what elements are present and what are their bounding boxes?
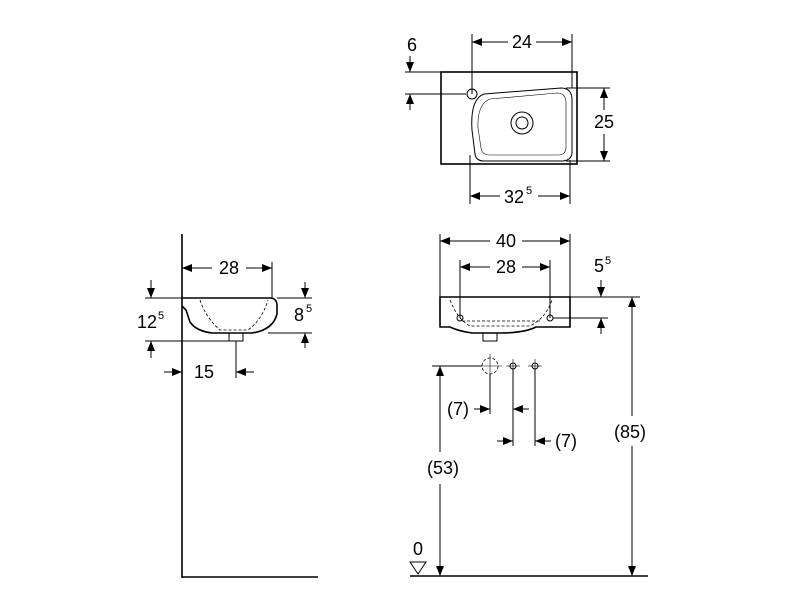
arrowhead	[560, 237, 570, 245]
front-view: 40 28 5 5 (7) (7)	[409, 231, 648, 577]
basin-side-profile	[181, 297, 278, 334]
arrowhead	[436, 566, 444, 576]
dimension-label-depth: 25	[594, 112, 614, 132]
arrowhead	[182, 264, 192, 272]
arrowhead	[560, 192, 570, 200]
dimension-label-top-width: 24	[512, 32, 532, 52]
dimension-label-side-inner-sup: 5	[306, 303, 312, 315]
arrowhead	[540, 263, 550, 271]
arrowhead	[503, 437, 513, 445]
dimension-label-left-spacing: (7)	[447, 399, 469, 419]
dimension-label-front-inner: 28	[496, 257, 516, 277]
arrowhead	[301, 333, 309, 343]
basin-front-bowl	[449, 299, 553, 327]
arrowhead	[600, 151, 608, 161]
arrowhead	[535, 437, 545, 445]
arrowhead	[147, 341, 155, 351]
dimension-label-side-inner: 8	[294, 305, 304, 325]
basin-side-bowl	[199, 299, 269, 331]
basin-top-bowl-inner	[477, 92, 567, 156]
arrowhead	[460, 263, 470, 271]
dimension-label-side-width: 28	[219, 258, 239, 278]
dimension-label-side-height: 12	[137, 312, 157, 332]
dimension-label-tap-offset: 6	[407, 35, 417, 55]
dimension-label-total-height: (85)	[614, 422, 646, 442]
dimension-label-supply-height: (53)	[427, 458, 459, 478]
arrowhead	[628, 566, 636, 576]
dimension-label-rim-sup: 5	[605, 255, 611, 267]
arrowhead	[600, 88, 608, 98]
arrowhead	[480, 405, 490, 413]
arrowhead	[470, 192, 480, 200]
arrowhead	[301, 288, 309, 298]
dimension-label-side-height-sup: 5	[158, 310, 164, 322]
top-view: 24 6 25 32 5	[405, 32, 614, 207]
arrowhead	[436, 366, 444, 376]
arrowhead	[472, 38, 482, 46]
arrowhead	[236, 368, 246, 376]
dimension-label-waste-offset: 15	[194, 362, 214, 382]
dimension-label-front-width: 40	[496, 231, 516, 251]
waste-outlet	[228, 332, 244, 342]
dimension-label-bottom-width: 32	[504, 187, 524, 207]
arrowhead	[628, 297, 636, 307]
floor-level-marker-icon	[409, 561, 427, 575]
drain-outer-icon	[510, 111, 534, 135]
arrowhead	[597, 287, 605, 297]
basin-top-outline	[440, 71, 578, 165]
side-view: 28 12 5 8 5 15	[137, 234, 318, 578]
basin-front-outline	[439, 296, 571, 334]
dimension-label-right-spacing: (7)	[555, 431, 577, 451]
dimension-label-bottom-width-sup: 5	[526, 185, 532, 197]
waste-outlet	[482, 332, 498, 342]
basin-top-bowl-outer	[471, 87, 573, 162]
arrowhead	[262, 264, 272, 272]
arrowhead	[172, 368, 182, 376]
arrowhead	[147, 288, 155, 298]
arrowhead	[440, 237, 450, 245]
arrowhead	[406, 94, 414, 104]
arrowhead	[562, 38, 572, 46]
arrowhead	[513, 405, 523, 413]
dimension-label-rim: 5	[594, 256, 604, 276]
floor-level-label: 0	[413, 539, 423, 559]
drain-inner-icon	[515, 116, 529, 130]
arrowhead	[597, 318, 605, 328]
arrowhead	[406, 62, 414, 72]
